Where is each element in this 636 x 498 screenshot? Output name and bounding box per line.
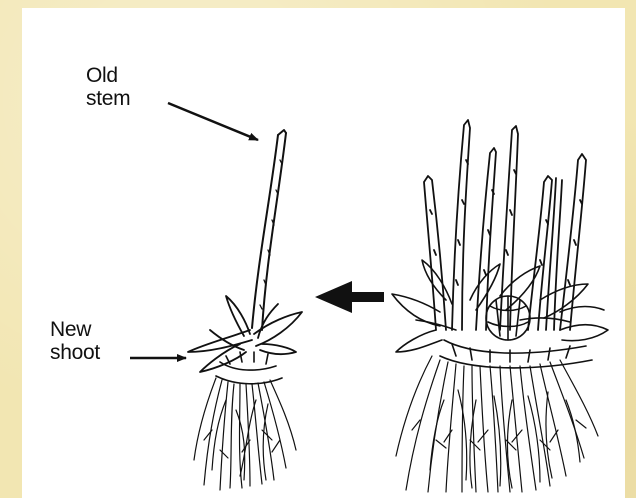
division-arrow (315, 281, 384, 313)
divided-plant (188, 130, 302, 490)
mature-plant-clump (392, 120, 608, 492)
divided-plant-roots (194, 378, 296, 490)
old-stem-pointer-arrow (168, 103, 258, 140)
new-shoot-leaves (188, 296, 302, 372)
divided-plant-crown (216, 352, 282, 384)
clump-stems (424, 120, 586, 330)
clump-roots (396, 356, 598, 492)
old-stem (252, 130, 286, 330)
